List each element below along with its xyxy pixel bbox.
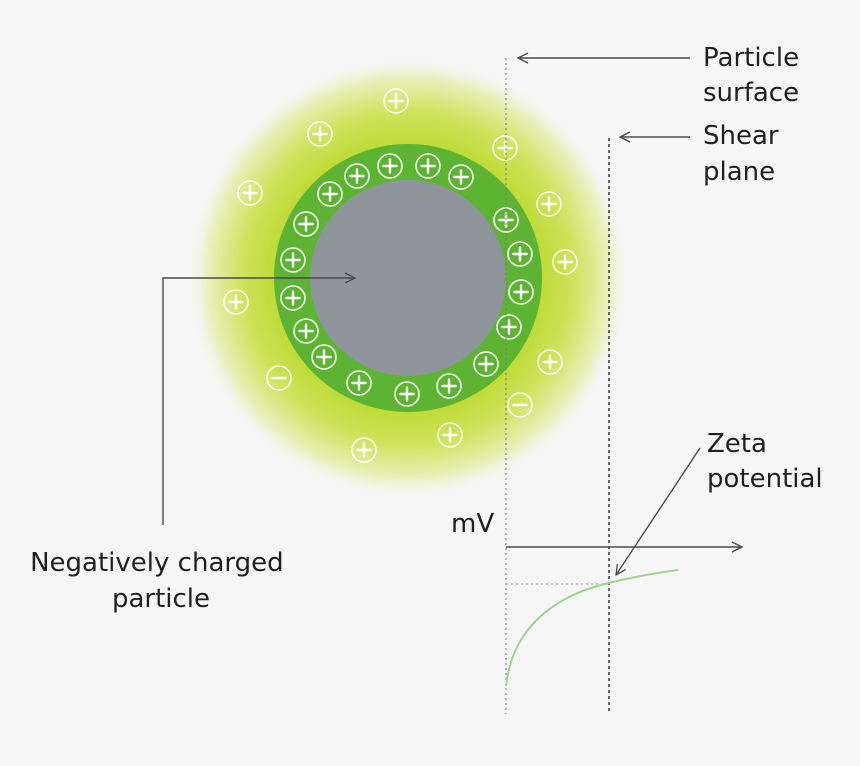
particle-pointer bbox=[162, 278, 355, 525]
positive-ion-icon bbox=[311, 344, 337, 370]
zeta-potential-label: Zeta potential bbox=[707, 429, 823, 494]
zeta-potential-pointer bbox=[616, 447, 701, 575]
positive-ion-icon bbox=[492, 135, 518, 161]
particle-surface-label: Particle surface bbox=[703, 43, 807, 108]
positive-ion-icon bbox=[237, 180, 263, 206]
positive-ion-icon bbox=[537, 349, 563, 375]
negative-ion-icon bbox=[507, 392, 533, 418]
axis-unit-label: mV bbox=[451, 509, 494, 539]
positive-ion-icon bbox=[280, 247, 306, 273]
positive-ion-icon bbox=[415, 153, 441, 179]
stern-layer-ions bbox=[280, 153, 534, 407]
positive-ion-icon bbox=[317, 181, 343, 207]
positive-ion-icon bbox=[436, 373, 462, 399]
positive-ion-icon bbox=[377, 153, 403, 179]
positive-ion-icon bbox=[448, 164, 474, 190]
positive-ion-icon bbox=[437, 422, 463, 448]
positive-ion-icon bbox=[473, 351, 499, 377]
positive-ion-icon bbox=[223, 289, 249, 315]
positive-ion-icon bbox=[536, 191, 562, 217]
positive-ion-icon bbox=[344, 163, 370, 189]
positive-ion-icon bbox=[552, 249, 578, 275]
shear-plane-label: Shear plane bbox=[703, 121, 787, 187]
positive-ion-icon bbox=[280, 285, 306, 311]
positive-ion-icon bbox=[383, 88, 409, 114]
positive-ion-icon bbox=[307, 121, 333, 147]
positive-ion-icon bbox=[293, 211, 319, 237]
positive-ion-icon bbox=[351, 437, 377, 463]
negative-ion-icon bbox=[266, 365, 292, 391]
diffuse-layer-ions bbox=[223, 88, 578, 463]
particle-label: Negatively charged particle bbox=[30, 548, 292, 614]
potential-curve bbox=[505, 569, 679, 687]
positive-ion-icon bbox=[496, 314, 522, 340]
positive-ion-icon bbox=[293, 318, 319, 344]
positive-ion-icon bbox=[507, 241, 533, 267]
positive-ion-icon bbox=[508, 279, 534, 305]
positive-ion-icon bbox=[346, 370, 372, 396]
particle-core bbox=[310, 180, 506, 376]
positive-ion-icon bbox=[394, 381, 420, 407]
